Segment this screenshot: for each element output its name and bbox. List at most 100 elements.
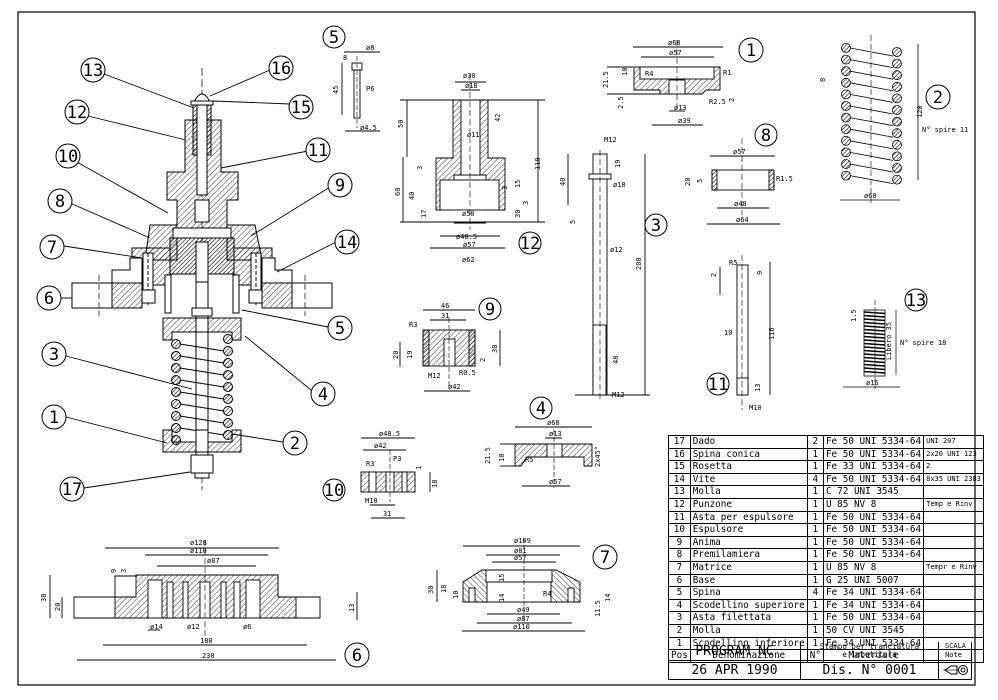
spring-coil (892, 81, 902, 92)
svg-text:9: 9 (756, 271, 764, 275)
svg-text:ø128: ø128 (190, 539, 207, 547)
spring-coils (171, 334, 233, 445)
svg-text:3: 3 (120, 569, 128, 573)
svg-text:13: 13 (83, 61, 103, 81)
callout-16: 16 (268, 55, 294, 81)
svg-text:10: 10 (724, 329, 732, 337)
detail-part-8: ø57 20 5 R1.5 ø48 ø64 8 (684, 123, 793, 225)
spring-coil (863, 321, 886, 325)
svg-text:2: 2 (728, 98, 736, 102)
bom-position: 13 (668, 485, 691, 499)
bom-material: Fe 34 UNI 5334-64 (822, 598, 925, 613)
bom-note (923, 510, 984, 525)
detail-part-5: 5 ø8 8 45 P6 ø4.5 (322, 25, 380, 132)
bom-name: Anima (689, 535, 808, 550)
svg-text:ø18: ø18 (613, 181, 626, 189)
svg-text:4: 4 (318, 385, 328, 405)
bom-quantity: 2 (806, 435, 824, 449)
bom-material: Fe 50 UNI 5334-64 (822, 535, 925, 550)
svg-text:ø12: ø12 (610, 246, 623, 254)
bom-note: UNI 207 (923, 435, 984, 449)
svg-text:9: 9 (485, 300, 495, 320)
bom-note (923, 586, 984, 600)
bom-material: U 85 NV 8 (822, 560, 925, 575)
svg-text:M12: M12 (604, 136, 617, 144)
drawing-date: 26 APR 1990 (669, 661, 801, 679)
svg-text:31: 31 (441, 312, 449, 320)
bom-material: Fe 33 UNI 5334-64 (822, 460, 925, 474)
projection-symbol (939, 661, 972, 679)
callout-17: 17 (59, 476, 85, 502)
svg-text:2x45°: 2x45° (594, 446, 602, 467)
spring-coil (863, 332, 886, 336)
spring-coil (863, 349, 886, 353)
first-angle-projection-icon (942, 665, 968, 675)
spring-wire (849, 175, 894, 184)
spring-wire (849, 94, 894, 103)
spring-coil (841, 135, 851, 146)
callout-6: 6 (36, 285, 62, 311)
svg-text:38: 38 (40, 594, 48, 602)
svg-text:ø68: ø68 (668, 39, 681, 47)
detail-part-3: M12 19 40 ø18 5 200 ø12 48 M12 3 (559, 136, 668, 400)
svg-text:ø57: ø57 (514, 554, 527, 562)
svg-text:2.5: 2.5 (617, 96, 625, 109)
svg-text:6: 6 (352, 646, 362, 666)
leader-lines (61, 69, 337, 489)
bom-name: Molla (689, 485, 808, 499)
bom-note (923, 611, 984, 625)
bom-quantity: 1 (806, 460, 824, 474)
bom-position: 7 (668, 560, 691, 575)
spring-coil (892, 151, 902, 162)
spring-coil (863, 342, 886, 346)
bom-note (923, 598, 984, 613)
bom-position: 14 (668, 472, 691, 487)
bom-quantity: 4 (806, 472, 824, 487)
svg-text:9: 9 (335, 176, 345, 196)
bom-note: Temp e Rinv (923, 497, 984, 512)
svg-text:230: 230 (202, 652, 215, 660)
spring-wire (849, 163, 894, 173)
svg-text:P6: P6 (366, 85, 374, 93)
spring-coil (863, 346, 886, 350)
svg-text:1: 1 (746, 41, 756, 61)
svg-text:50: 50 (397, 120, 405, 128)
spring-outline (863, 309, 886, 377)
bom-name: Spina (689, 586, 808, 600)
svg-text:1: 1 (49, 408, 59, 428)
svg-text:20: 20 (54, 603, 62, 611)
svg-text:ø13: ø13 (674, 104, 687, 112)
svg-text:M10: M10 (749, 404, 762, 412)
svg-text:ø57: ø57 (549, 478, 562, 486)
bom-name: Spina conica (689, 447, 808, 462)
svg-text:12: 12 (520, 234, 540, 254)
bom-note (923, 485, 984, 499)
bom-position: 12 (668, 497, 691, 512)
spring-wire (849, 59, 894, 68)
bom-position: 15 (668, 460, 691, 474)
bom-name: Base (689, 573, 808, 588)
bom-position: 2 (668, 623, 691, 638)
svg-text:R5: R5 (525, 456, 533, 464)
svg-text:R3: R3 (366, 460, 374, 468)
svg-text:48: 48 (612, 356, 620, 364)
bom-note (923, 548, 984, 562)
svg-text:6: 6 (44, 289, 54, 309)
svg-text:17: 17 (62, 480, 82, 500)
bom-position: 17 (668, 435, 691, 449)
callout-4: 4 (310, 381, 336, 407)
svg-text:M12: M12 (612, 391, 625, 399)
spring-coil (892, 139, 902, 150)
svg-text:M10: M10 (365, 497, 378, 505)
bom-name: Premilamiera (689, 548, 808, 562)
svg-text:8: 8 (343, 54, 347, 62)
svg-text:ø49: ø49 (517, 606, 530, 614)
svg-text:5: 5 (335, 319, 345, 339)
bom-position: 9 (668, 535, 691, 550)
svg-text:10: 10 (58, 147, 78, 167)
svg-text:ø57: ø57 (463, 241, 476, 249)
